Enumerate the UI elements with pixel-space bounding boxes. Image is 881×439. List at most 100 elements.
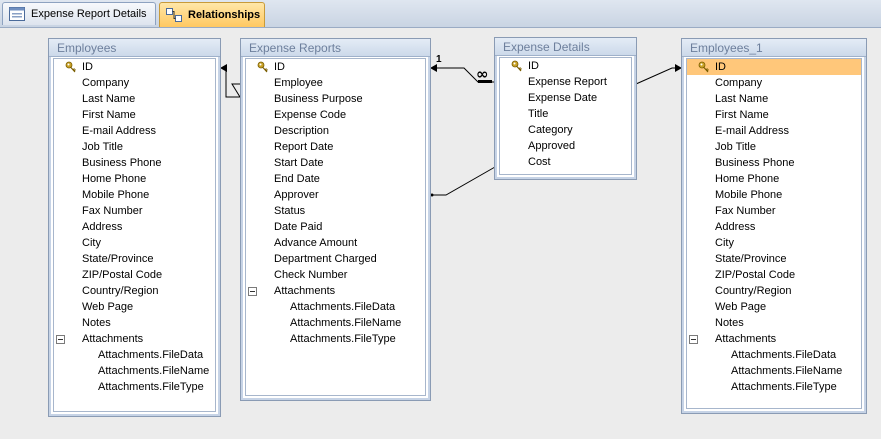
field-label: Expense Code [274,109,347,121]
field-attachments-filedata[interactable]: Attachments.FileData [687,347,861,363]
table-title[interactable]: Expense Reports [241,39,430,57]
field-cost[interactable]: Cost [500,154,631,170]
primary-key-icon [511,60,522,72]
field-label: Check Number [274,269,348,281]
field-attachments-filetype[interactable]: Attachments.FileType [687,379,861,395]
field-zip-postal-code[interactable]: ZIP/Postal Code [54,267,215,283]
field-mobile-phone[interactable]: Mobile Phone [54,187,215,203]
collapse-icon[interactable] [56,335,65,344]
field-label: Attachments.FileName [731,365,843,377]
relationship-many-label: ∞ [476,65,489,83]
field-web-page[interactable]: Web Page [687,299,861,315]
field-check-number[interactable]: Check Number [246,267,425,283]
field-date-paid[interactable]: Date Paid [246,219,425,235]
field-expense-report[interactable]: Expense Report [500,74,631,90]
field-attachments[interactable]: Attachments [246,283,425,299]
field-advance-amount[interactable]: Advance Amount [246,235,425,251]
field-label: Web Page [82,301,134,313]
field-description[interactable]: Description [246,123,425,139]
table-title[interactable]: Expense Details [495,38,636,56]
table-title[interactable]: Employees_1 [682,39,866,57]
field-home-phone[interactable]: Home Phone [687,171,861,187]
field-city[interactable]: City [687,235,861,251]
field-category[interactable]: Category [500,122,631,138]
collapse-icon[interactable] [689,335,698,344]
field-expense-code[interactable]: Expense Code [246,107,425,123]
document-tab-strip: Expense Report Details Relationships [0,0,881,28]
field-title[interactable]: Title [500,106,631,122]
field-employee[interactable]: Employee [246,75,425,91]
field-id[interactable]: ID [246,59,425,75]
field-attachments-filename[interactable]: Attachments.FileName [54,363,215,379]
field-address[interactable]: Address [687,219,861,235]
field-label: Date Paid [274,221,323,233]
field-attachments-filedata[interactable]: Attachments.FileData [246,299,425,315]
field-country-region[interactable]: Country/Region [54,283,215,299]
field-company[interactable]: Company [54,75,215,91]
field-attachments-filetype[interactable]: Attachments.FileType [246,331,425,347]
field-label: Description [274,125,330,137]
field-report-date[interactable]: Report Date [246,139,425,155]
field-business-phone[interactable]: Business Phone [54,155,215,171]
field-label: ZIP/Postal Code [82,269,163,281]
field-state-province[interactable]: State/Province [54,251,215,267]
field-web-page[interactable]: Web Page [54,299,215,315]
field-label: Job Title [82,141,123,153]
field-approved[interactable]: Approved [500,138,631,154]
field-city[interactable]: City [54,235,215,251]
field-e-mail-address[interactable]: E-mail Address [687,123,861,139]
field-zip-postal-code[interactable]: ZIP/Postal Code [687,267,861,283]
field-end-date[interactable]: End Date [246,171,425,187]
field-label: Last Name [82,93,136,105]
field-home-phone[interactable]: Home Phone [54,171,215,187]
field-attachments[interactable]: Attachments [54,331,215,347]
field-country-region[interactable]: Country/Region [687,283,861,299]
field-notes[interactable]: Notes [687,315,861,331]
tab-expense-report-details[interactable]: Expense Report Details [2,2,156,25]
field-last-name[interactable]: Last Name [687,91,861,107]
field-last-name[interactable]: Last Name [54,91,215,107]
field-state-province[interactable]: State/Province [687,251,861,267]
field-attachments[interactable]: Attachments [687,331,861,347]
field-first-name[interactable]: First Name [687,107,861,123]
table-title[interactable]: Employees [49,39,220,57]
collapse-icon[interactable] [248,287,257,296]
field-department-charged[interactable]: Department Charged [246,251,425,267]
field-approver[interactable]: Approver [246,187,425,203]
field-attachments-filename[interactable]: Attachments.FileName [687,363,861,379]
field-fax-number[interactable]: Fax Number [687,203,861,219]
field-id[interactable]: ID [500,58,631,74]
field-job-title[interactable]: Job Title [54,139,215,155]
field-id[interactable]: ID [54,59,215,75]
field-attachments-filename[interactable]: Attachments.FileName [246,315,425,331]
field-expense-date[interactable]: Expense Date [500,90,631,106]
field-attachments-filetype[interactable]: Attachments.FileType [54,379,215,395]
field-job-title[interactable]: Job Title [687,139,861,155]
field-id[interactable]: ID [687,59,861,75]
tab-label: Expense Report Details [31,8,147,20]
field-business-phone[interactable]: Business Phone [687,155,861,171]
field-business-purpose[interactable]: Business Purpose [246,91,425,107]
field-start-date[interactable]: Start Date [246,155,425,171]
tab-relationships[interactable]: Relationships [159,2,265,27]
field-notes[interactable]: Notes [54,315,215,331]
field-fax-number[interactable]: Fax Number [54,203,215,219]
field-company[interactable]: Company [687,75,861,91]
field-label: E-mail Address [82,125,156,137]
field-status[interactable]: Status [246,203,425,219]
relationship-arrow-employees [220,64,227,72]
field-attachments-filedata[interactable]: Attachments.FileData [54,347,215,363]
field-mobile-phone[interactable]: Mobile Phone [687,187,861,203]
field-address[interactable]: Address [54,219,215,235]
field-e-mail-address[interactable]: E-mail Address [54,123,215,139]
field-first-name[interactable]: First Name [54,107,215,123]
